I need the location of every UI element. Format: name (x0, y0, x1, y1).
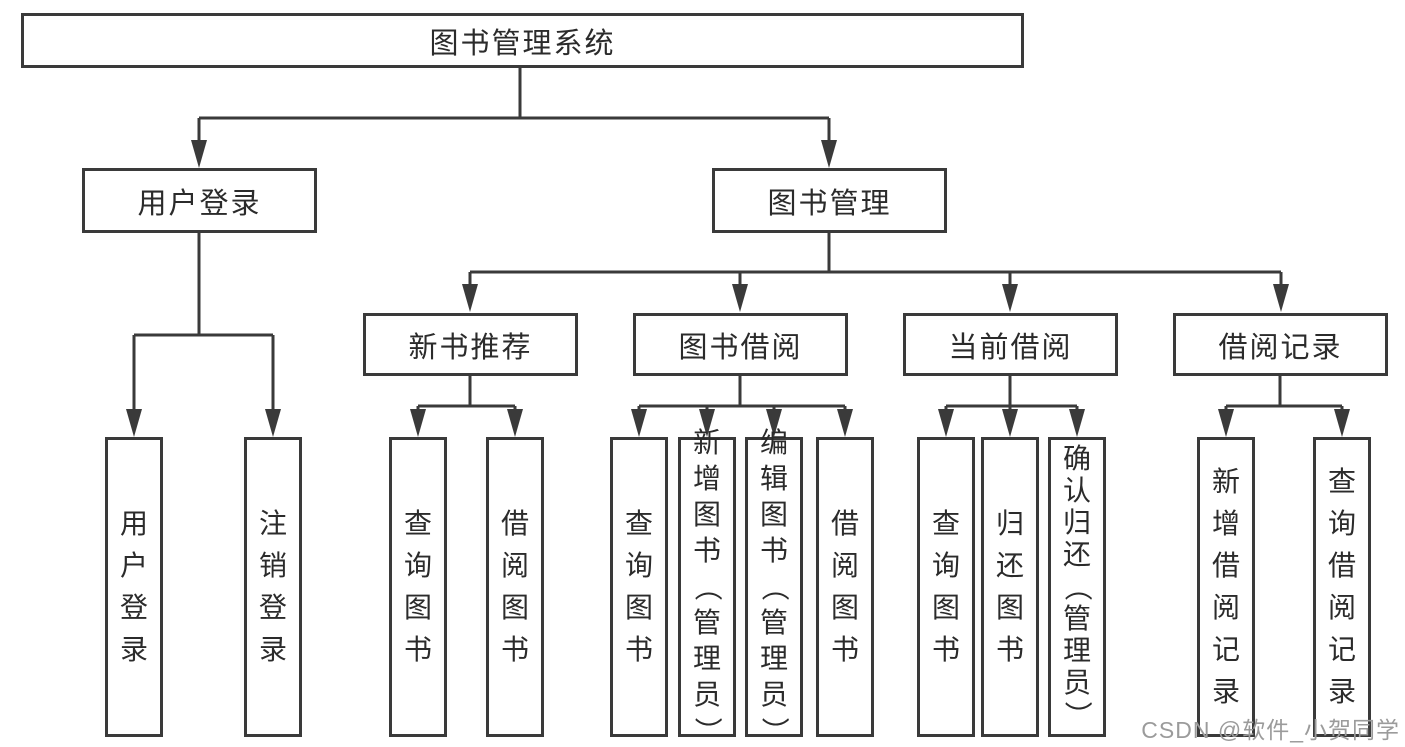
leaf-add-borrow-record: 新增借阅记录 (1197, 437, 1255, 737)
csdn-watermark: CSDN @软件_小贺同学 (1141, 717, 1400, 743)
leaf-add-books-admin: 新增图书（管理员） (678, 427, 736, 745)
leaf-query-books: 查询图书 (917, 437, 975, 737)
leaf-return-books: 归还图书 (981, 437, 1039, 737)
leaf-edit-books-admin: 编辑图书（管理员） (745, 427, 803, 745)
node-label: 图书借阅 (678, 331, 803, 364)
node-label: 新书推荐 (408, 331, 533, 364)
node-current-borrow: 当前借阅 (903, 313, 1118, 376)
node-new-book-recommend: 新书推荐 (363, 313, 578, 376)
leaf-query-books: 查询图书 (610, 437, 668, 737)
node-label: 图书管理系统 (429, 27, 616, 60)
leaf-user-login: 用户登录 (105, 437, 163, 737)
leaf-borrow-books: 借阅图书 (816, 437, 874, 737)
node-book-borrow: 图书借阅 (633, 313, 848, 376)
leaf-query-borrow-record: 查询借阅记录 (1313, 437, 1371, 737)
node-borrow-records: 借阅记录 (1173, 313, 1388, 376)
leaf-query-books: 查询图书 (389, 437, 447, 737)
leaf-borrow-books: 借阅图书 (486, 437, 544, 737)
node-user-login: 用户登录 (82, 168, 317, 233)
leaf-logout: 注销登录 (244, 437, 302, 737)
node-library-management-system: 图书管理系统 (21, 13, 1024, 68)
node-book-management: 图书管理 (712, 168, 947, 233)
node-label: 借阅记录 (1218, 331, 1343, 364)
leaf-confirm-return-admin: 确认归还（管理员） (1048, 437, 1106, 737)
node-label: 当前借阅 (948, 331, 1073, 364)
node-label: 图书管理 (767, 187, 892, 220)
node-label: 用户登录 (137, 187, 262, 220)
